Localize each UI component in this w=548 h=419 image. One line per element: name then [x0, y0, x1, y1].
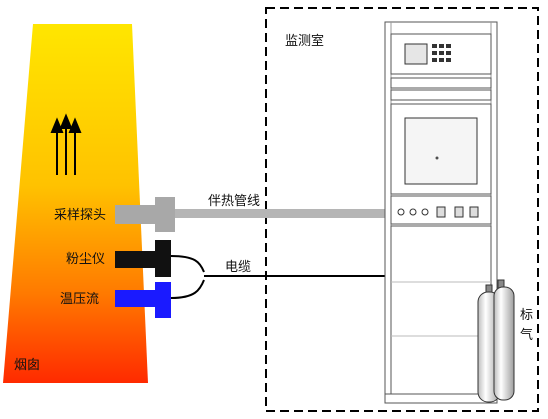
standard-gas-label-2: 气 — [520, 327, 533, 343]
standard-gas-label-1: 标 — [520, 308, 533, 323]
keypad-buttons — [432, 44, 451, 62]
gas-cylinder-right — [493, 286, 515, 401]
chimney-label: 烟囱 — [14, 358, 40, 373]
gas-cylinder-icon: 标 气 — [477, 279, 533, 403]
monitoring-room-label: 监测室 — [285, 33, 324, 49]
flow-meter: 温压流 — [60, 282, 171, 318]
cabinet-module-2 — [390, 77, 492, 89]
flow-meter-plate — [115, 290, 155, 307]
heated-line-pipe — [174, 209, 390, 218]
chimney-body — [3, 24, 148, 383]
cable-from-flow-meter — [170, 279, 205, 299]
probe-plate — [115, 205, 155, 224]
cable-from-dust-meter — [170, 255, 205, 273]
sampling-probe-label: 采样探头 — [54, 208, 106, 223]
lcd-screen — [404, 43, 428, 65]
heated-line-label: 伴热管线 — [208, 194, 260, 209]
sampling-probe: 采样探头 — [54, 197, 175, 232]
dust-meter-label: 粉尘仪 — [66, 252, 105, 267]
chimney: 烟囱 — [3, 24, 148, 383]
heated-line: 伴热管线 — [174, 194, 390, 218]
pc-monitor — [404, 117, 478, 185]
panel-knobs — [397, 206, 479, 218]
flow-meter-head — [155, 282, 171, 318]
cabinet-lower-bay — [390, 225, 492, 395]
cable: 电缆 — [170, 255, 388, 299]
cabinet-module-3 — [390, 89, 492, 101]
flow-meter-label: 温压流 — [60, 292, 99, 307]
analyzer-cabinet — [384, 21, 498, 404]
dust-meter: 粉尘仪 — [66, 240, 171, 277]
dust-meter-head — [155, 240, 171, 277]
dust-meter-plate — [115, 251, 155, 268]
probe-head — [155, 197, 175, 232]
up-arrows-icon — [50, 113, 82, 175]
cable-label: 电缆 — [225, 259, 251, 275]
